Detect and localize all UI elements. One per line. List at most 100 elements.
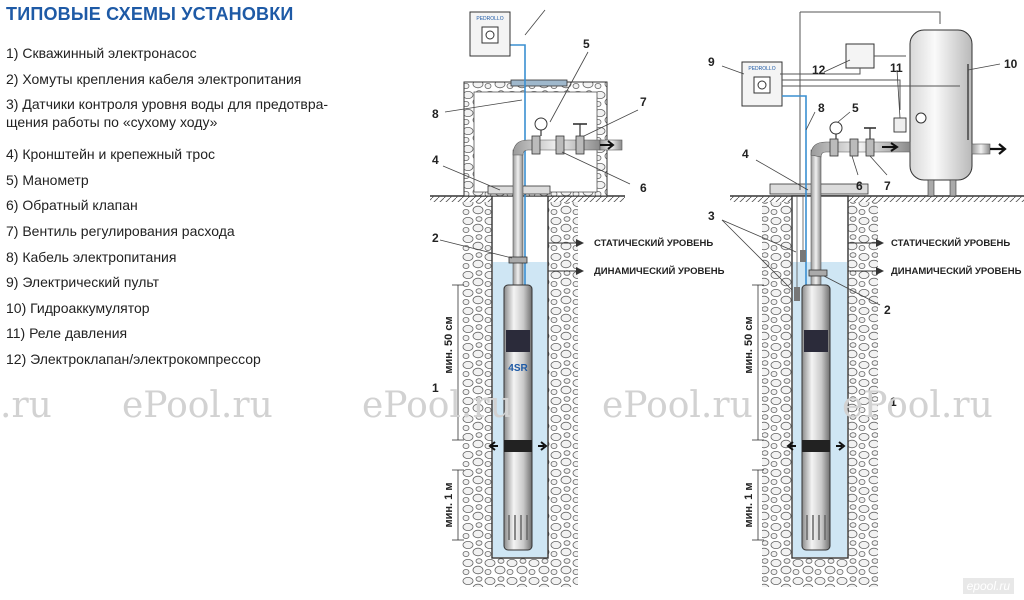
flow-arrow-icon <box>882 142 899 152</box>
callout-1: 1 <box>890 395 897 409</box>
callout-8: 8 <box>818 101 825 115</box>
panel-knob-icon <box>757 80 767 90</box>
flow-arrow-icon <box>600 140 615 150</box>
legend-item: 7) Вентиль регулирования расхода <box>6 222 235 239</box>
gravel-bottom <box>762 555 878 587</box>
cable-clamp <box>808 269 828 277</box>
legend-item: 9) Электрический пульт <box>6 274 159 291</box>
pipe-elbow <box>810 141 911 158</box>
legend-item: 4) Кронштейн и крепежный трос <box>6 146 215 163</box>
legend-item: 2) Хомуты крепления кабеля электропитани… <box>6 70 302 87</box>
cable-clamp <box>508 256 528 264</box>
page-title: ТИПОВЫЕ СХЕМЫ УСТАНОВКИ <box>6 4 294 24</box>
dim-min1m-right: мин. 1 м <box>743 483 755 528</box>
submersible-pump <box>801 284 831 551</box>
outlet-arrow-icon <box>990 143 1007 155</box>
callout-11: 11 <box>890 61 903 75</box>
gravel-wall <box>548 202 578 587</box>
ground-hatch <box>730 196 1024 202</box>
callout-2: 2 <box>432 231 439 245</box>
gravel-wall <box>848 202 878 587</box>
check-valve <box>555 135 565 155</box>
pump-label-plate <box>506 330 530 352</box>
pressure-gauge-icon <box>829 121 843 135</box>
gate-valve <box>575 135 585 155</box>
inflow-arrow-icon <box>538 441 548 451</box>
dim-min50-right: мин. 50 см <box>743 316 755 373</box>
callout-1: 1 <box>432 381 439 395</box>
tank-gauge-icon <box>915 112 927 124</box>
watermark: .ru <box>0 385 52 426</box>
legend-item: 5) Манометр <box>6 171 89 188</box>
panel-switch-icon <box>753 76 771 94</box>
legend-item: 11) Реле давления <box>6 325 128 342</box>
pump-intake <box>504 440 532 452</box>
legend-line: 3) Датчики контроля уровня воды для пред… <box>6 96 329 113</box>
callout-10: 10 <box>1004 57 1018 71</box>
callout-9: 9 <box>708 55 715 69</box>
pressure-switch <box>893 117 907 133</box>
legend-item: 12) Электроклапан/электрокомпрессор <box>6 350 261 367</box>
power-cable <box>782 95 807 290</box>
inflow-arrow-icon <box>836 441 846 451</box>
gravel-wall <box>462 202 492 587</box>
legend-item: 8) Кабель электропитания <box>6 248 177 265</box>
level-sensor <box>794 287 800 301</box>
dynamic-level-label: ДИНАМИЧЕСКИЙ УРОВЕНЬ <box>594 265 725 277</box>
legend-list: 1) Скважинный электронасос 2) Хомуты кре… <box>6 44 406 376</box>
control-wiring <box>780 11 960 190</box>
static-level-label: СТАТИЧЕСКИЙ УРОВЕНЬ <box>594 237 713 249</box>
callout-7: 7 <box>640 95 647 109</box>
legend-item: 10) Гидроаккумулятор <box>6 299 150 316</box>
watermark: ePool.ru <box>842 385 993 426</box>
riser-pipe <box>810 149 822 301</box>
panel-brand: PEDROLLO <box>748 66 775 72</box>
pump-label-plate <box>804 330 828 352</box>
power-cable <box>506 44 526 290</box>
gravel-wall <box>762 202 792 587</box>
dim-min1m-left: мин. 1 м <box>443 483 455 528</box>
pump-brand: 4SR <box>508 363 528 374</box>
electrovalve-box <box>845 43 875 69</box>
pipe-flange <box>531 135 541 155</box>
callout-2: 2 <box>884 303 891 317</box>
callout-6: 6 <box>856 179 863 193</box>
check-valve <box>849 138 859 157</box>
pressure-tank <box>909 29 973 181</box>
callout-5: 5 <box>852 101 859 115</box>
callout-8: 8 <box>432 107 439 121</box>
callout-4: 4 <box>742 147 749 161</box>
diagram-right: PEDROLLO <box>708 11 1024 587</box>
gravel-bottom <box>462 555 578 587</box>
callout-5: 5 <box>583 37 590 51</box>
legend-item: 3) Датчики контроля уровня воды для пред… <box>6 95 406 145</box>
watermark: ePool.ru <box>122 385 273 426</box>
panel-knob-icon <box>485 30 495 40</box>
callout-6: 6 <box>640 181 647 195</box>
watermark: ePool.ru <box>362 385 513 426</box>
gate-valve <box>865 138 875 157</box>
pit-hatch-cover <box>510 79 568 87</box>
watermark: ePool.ru <box>602 385 753 426</box>
riser-pipe <box>512 149 524 301</box>
corner-watermark: epool.ru <box>962 578 1014 594</box>
legend-line: щения работы по «сухому ходу» <box>6 114 218 131</box>
static-level-label: СТАТИЧЕСКИЙ УРОВЕНЬ <box>891 237 1010 249</box>
level-sensor <box>800 250 806 262</box>
panel-switch-icon <box>481 26 499 44</box>
callout-3: 3 <box>708 209 715 223</box>
callout-7: 7 <box>884 179 891 193</box>
legend-item: 6) Обратный клапан <box>6 197 138 214</box>
pipe-flange <box>829 138 839 157</box>
pressure-gauge-icon <box>534 117 548 131</box>
legend-item: 1) Скважинный электронасос <box>6 45 197 61</box>
diagram-left: PEDROLLO 4SR СТАТИ <box>430 9 725 587</box>
panel-brand: PEDROLLO <box>476 16 503 22</box>
dynamic-level-label: ДИНАМИЧЕСКИЙ УРОВЕНЬ <box>891 265 1022 277</box>
inflow-arrow-icon <box>786 441 796 451</box>
callout-4: 4 <box>432 153 439 167</box>
inflow-arrow-icon <box>488 441 498 451</box>
dim-min50-left: мин. 50 см <box>443 316 455 373</box>
pump-intake <box>802 440 830 452</box>
